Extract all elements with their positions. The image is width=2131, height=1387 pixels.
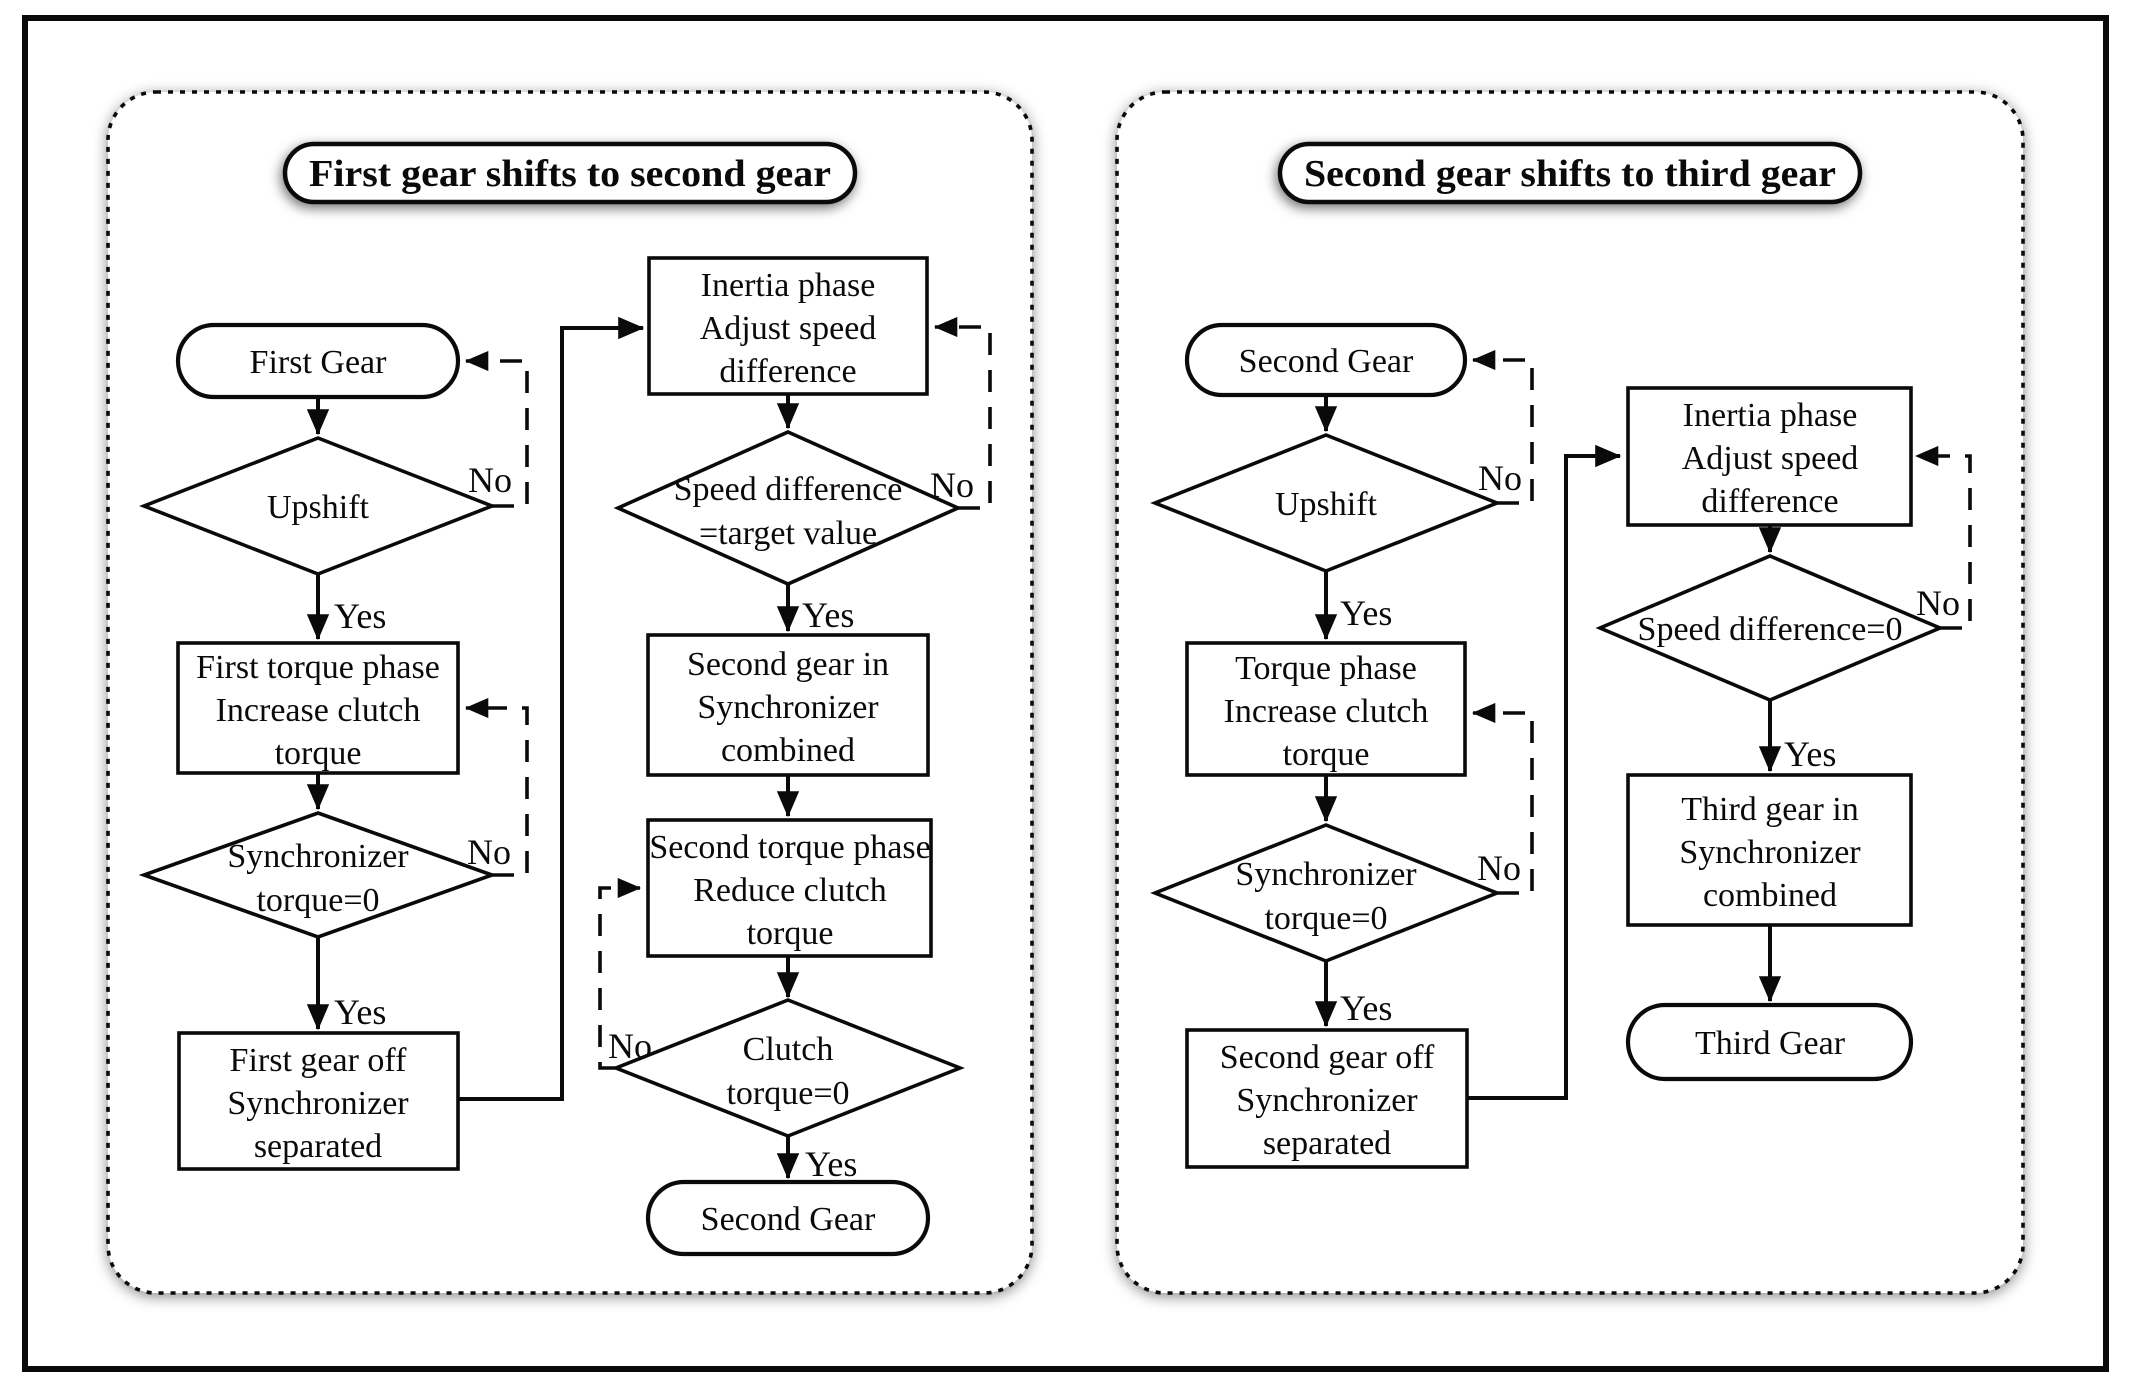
decision-p1-sync-line1: Synchronizer [227,838,409,875]
panel-first-to-second: First gear shifts to second gear First G… [106,90,1034,1295]
box-second-gear-off-line2: Synchronizer [1236,1082,1418,1119]
box-second-gear-in-line3: combined [721,732,855,769]
box-second-torque-line3: torque [747,915,834,952]
dashed-p2-no-sync [1471,702,1534,895]
terminal-third-gear-label: Third Gear [1695,1025,1846,1062]
box-third-gear-in [1626,773,1913,927]
box-first-torque-line3: torque [275,735,362,772]
box-p2-inertia-line1: Inertia phase [1683,397,1858,434]
terminal-second-gear-label: Second Gear [1239,343,1414,380]
label-p2-yes-3: Yes [1784,734,1836,774]
label-p2-no-3: No [1916,583,1960,623]
box-first-gear-off-line2: Synchronizer [227,1085,409,1122]
label-p1-yes-1: Yes [334,596,386,636]
decision-p1-speed-line2: =target value [699,515,877,552]
box-third-gear-in-line1: Third gear in [1681,791,1859,828]
box-first-torque-line2: Increase clutch [216,692,421,729]
dashed-p1-no-speed [933,316,992,510]
label-p1-no-2: No [467,832,511,872]
box-second-gear-in-line1: Second gear in [687,646,889,683]
box-second-gear-off-line1: Second gear off [1220,1039,1435,1076]
panel2-title-pill [1277,141,1863,205]
label-p1-no-4: No [608,1026,652,1066]
box-torque-line1: Torque phase [1235,650,1417,687]
decision-p2-sync-line2: torque=0 [1264,900,1387,937]
decision-p2-speed-label: Speed difference=0 [1638,611,1903,648]
box-first-gear-off-line3: separated [254,1128,382,1165]
terminal-third-gear [1625,1002,1914,1082]
decision-p1-clutch-line1: Clutch [743,1031,834,1068]
decision-p1-clutch-line2: torque=0 [726,1075,849,1112]
decision-p1-speed-line1: Speed difference [674,471,903,508]
terminal-p1-second-gear [645,1179,931,1257]
box-second-gear-in-line2: Synchronizer [697,689,879,726]
connector-p2-gearoff-inertia [1467,444,1622,1100]
label-p1-no-3: No [930,465,974,505]
box-p1-inertia-line1: Inertia phase [701,267,876,304]
decision-p2-sync-line1: Synchronizer [1235,856,1417,893]
decision-p1-sync-line2: torque=0 [256,882,379,919]
panel-second-to-third: Second gear shifts to third gear Second … [1115,90,2025,1295]
box-first-gear-off-line1: First gear off [230,1042,408,1079]
box-torque-line3: torque [1283,736,1370,773]
panel1-title-pill [282,141,858,205]
box-first-torque-phase [176,641,460,775]
terminal-p1-second-gear-label: Second Gear [701,1201,876,1238]
label-p1-yes-4: Yes [805,1144,857,1184]
label-p1-no-1: No [468,460,512,500]
panel2-title: Second gear shifts to third gear [1304,153,1836,195]
box-third-gear-in-line3: combined [1703,877,1837,914]
dashed-p1-no-sync [464,697,529,877]
dashed-p1-no-upshift [464,350,529,508]
box-third-gear-in-line2: Synchronizer [1679,834,1861,871]
box-p2-inertia-line3: difference [1701,483,1838,520]
box-second-torque-phase [646,818,933,958]
label-p2-no-1: No [1478,458,1522,498]
box-second-gear-off-line3: separated [1263,1125,1391,1162]
decision-p1-upshift-label: Upshift [267,489,370,526]
panel1-title: First gear shifts to second gear [309,153,831,195]
box-first-gear-off [177,1031,460,1171]
decision-p2-upshift-label: Upshift [1275,486,1378,523]
terminal-first-gear-label: First Gear [250,344,388,381]
box-torque-line2: Increase clutch [1224,693,1429,730]
outer-frame [22,15,2109,1372]
box-p1-inertia-phase [647,256,929,396]
label-p1-yes-3: Yes [802,595,854,635]
label-p2-yes-2: Yes [1340,988,1392,1028]
dashed-p2-no-speed [1914,445,1972,630]
box-second-gear-in [646,633,930,777]
box-second-torque-line1: Second torque phase [649,829,930,866]
label-p2-no-2: No [1477,848,1521,888]
box-p2-inertia-phase [1626,386,1913,527]
box-p1-inertia-line2: Adjust speed [700,310,877,347]
dashed-p2-no-upshift [1471,349,1534,505]
box-p2-inertia-line2: Adjust speed [1682,440,1859,477]
label-p2-yes-1: Yes [1340,593,1392,633]
box-second-torque-line2: Reduce clutch [693,872,887,909]
connector-p1-gearoff-inertia [458,316,645,1101]
dashed-p1-no-clutch [598,877,642,1070]
label-p1-yes-2: Yes [334,992,386,1032]
box-first-torque-line1: First torque phase [196,649,440,686]
box-p1-inertia-line3: difference [719,353,856,390]
